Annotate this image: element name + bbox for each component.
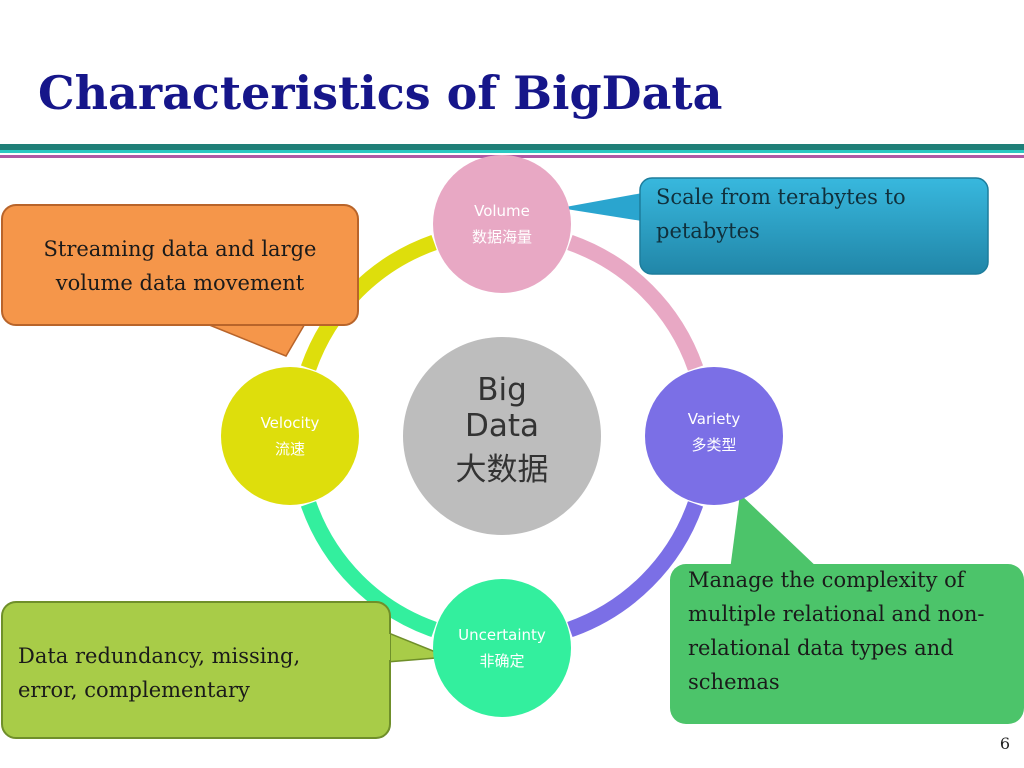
callout-velocity-joint <box>200 318 310 324</box>
title-divider-cyan <box>0 150 1024 153</box>
callout-velocity-box <box>1 204 359 326</box>
callout-volume-box <box>639 177 989 275</box>
node-volume-label-en: Volume <box>474 202 530 220</box>
node-uncertainty-label-zh: 非确定 <box>479 652 525 670</box>
title-divider-teal <box>0 144 1024 150</box>
callout-volume-text: Scale from terabytes to petabytes <box>656 185 906 243</box>
node-variety-label: Variety 多类型 <box>645 406 783 458</box>
node-volume-label-zh: 数据海量 <box>471 228 532 246</box>
callout-velocity-text: Streaming data and large volume data mov… <box>43 237 317 295</box>
center-label-line1: Big <box>477 372 527 408</box>
callout-variety-text: Manage the complexity of multiple relati… <box>688 568 985 694</box>
node-velocity-label-zh: 流速 <box>274 440 305 458</box>
center-label-line2: Data <box>464 408 540 444</box>
node-uncertainty-label: Uncertainty 非确定 <box>433 622 571 674</box>
center-label-line3: 大数据 <box>455 452 549 488</box>
node-uncertainty-label-en: Uncertainty <box>458 626 546 644</box>
node-velocity-label-en: Velocity <box>260 414 320 432</box>
ring-arc-uncertainty-velocity <box>300 501 437 638</box>
callout-velocity-pointer <box>201 321 308 357</box>
node-variety <box>645 367 783 505</box>
callout-variety-box <box>670 564 1024 724</box>
node-velocity <box>221 367 359 505</box>
page-title: Characteristics of BigData <box>38 66 723 120</box>
node-volume-label: Volume 数据海量 <box>433 198 571 250</box>
ring-arc-variety-uncertainty <box>567 501 704 638</box>
node-velocity-label: Velocity 流速 <box>221 410 359 462</box>
node-volume <box>433 155 571 293</box>
center-label: Big Data 大数据 <box>403 372 601 496</box>
callout-uncertainty-text: Data redundancy, missing, error, complem… <box>18 644 301 702</box>
node-variety-label-zh: 多类型 <box>691 436 737 454</box>
callout-uncertainty-box <box>1 601 391 739</box>
node-uncertainty <box>433 579 571 717</box>
callout-uncertainty-joint <box>382 634 390 660</box>
callout-volume-pointer <box>560 192 648 222</box>
ring-arc-volume-variety <box>567 234 704 371</box>
node-center <box>403 337 601 535</box>
node-variety-label-en: Variety <box>687 410 741 428</box>
page-number: 6 <box>999 734 1010 753</box>
callout-variety-pointer <box>730 494 820 570</box>
